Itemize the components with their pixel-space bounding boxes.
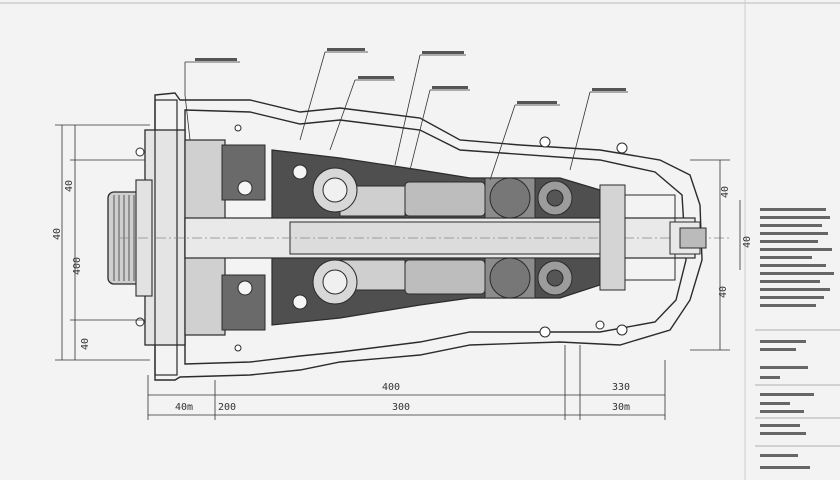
- housing-outline: [154, 92, 703, 381]
- dim-bottom-right: 30m: [612, 402, 630, 413]
- callout-label: [422, 51, 464, 54]
- callout-label: [195, 58, 237, 61]
- gear-wheels: [237, 164, 573, 310]
- callout-label: [517, 101, 557, 104]
- dim-right-top: 40: [720, 186, 731, 198]
- callout-label: [592, 88, 626, 91]
- dim-bottom-right-top: 330: [612, 382, 630, 393]
- dim-left-mid: 40: [52, 228, 63, 240]
- dim-left-outer: 40: [64, 180, 75, 192]
- leader-lines: [184, 51, 628, 181]
- title-block: [755, 208, 840, 469]
- callout-label: [432, 86, 468, 89]
- dim-bottom-mid-top: 400: [382, 382, 400, 393]
- right-end-cap: [599, 184, 707, 291]
- dimension-lines: [55, 124, 741, 420]
- dim-right-mid: 40: [742, 236, 753, 248]
- callout-label: [327, 48, 365, 51]
- dim-bottom-left-b: 200: [218, 402, 236, 413]
- bolt-bosses: [234, 124, 628, 352]
- dim-bottom-left-a: 40m: [175, 402, 193, 413]
- dim-left-inner: 400: [72, 257, 83, 275]
- dim-left-low: 40: [80, 338, 91, 350]
- dim-bottom-mid: 300: [392, 402, 410, 413]
- callout-label: [358, 76, 394, 79]
- callout-labels: [195, 48, 626, 104]
- dim-right-low: 40: [718, 286, 729, 298]
- main-shaft: [120, 217, 730, 259]
